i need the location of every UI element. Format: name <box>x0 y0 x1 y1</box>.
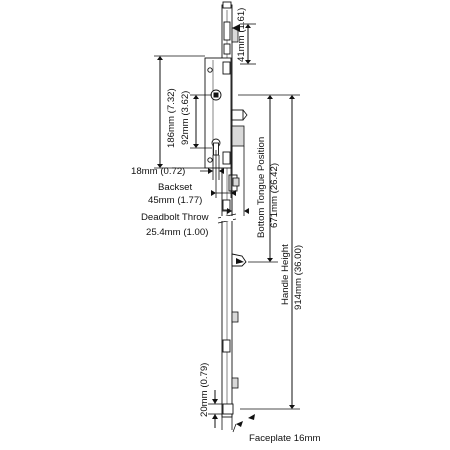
dim-backset: Backset 45mm (1.77) <box>148 150 236 206</box>
latch-tongue <box>231 109 244 121</box>
dim-top-offset: 41mm (1.61) <box>236 8 256 65</box>
case-slot-2 <box>222 151 231 165</box>
dim-handle-cylinder: 92mm (3.62) <box>180 91 212 149</box>
dim-handle-height: Handle Height 914mm (36.00) <box>240 94 304 410</box>
label-handle-cylinder: 92mm (3.62) <box>180 91 191 145</box>
dim-bottom-offset: 20mm (0.79) <box>199 363 222 428</box>
top-keeper-slot <box>223 21 231 41</box>
roller-cam-upper-knob <box>232 177 240 187</box>
label-bottom-tongue-title: Bottom Tongue Position <box>256 137 267 238</box>
dim-cylinder-offset: 18mm (0.72) <box>131 155 224 180</box>
bottom-tongue-hook <box>236 258 244 264</box>
roller-cam-lower-1 <box>231 311 239 323</box>
top-keeper-slot-2 <box>223 43 231 55</box>
top-end-cap <box>222 1 232 9</box>
label-deadbolt-title: Deadbolt Throw <box>141 212 209 223</box>
case-slot-1 <box>222 61 231 75</box>
top-hook-tip <box>232 24 240 32</box>
label-cylinder-offset: 18mm (0.72) <box>131 166 185 177</box>
label-faceplate-width: Faceplate 16mm <box>249 433 320 444</box>
bottom-end-cap <box>222 403 234 415</box>
label-top-offset: 41mm (1.61) <box>236 8 247 62</box>
label-deadbolt-value: 25.4mm (1.00) <box>146 227 208 238</box>
dim-bottom-tongue: Bottom Tongue Position 671mm (26.42) <box>238 94 280 263</box>
label-case-height: 186mm (7.32) <box>166 88 177 148</box>
latch-bevel <box>242 109 248 121</box>
deadbolt <box>231 125 245 147</box>
rod-guide-2 <box>222 339 231 353</box>
case-screw-bottom <box>207 157 213 163</box>
rod-guide-1 <box>222 199 231 211</box>
label-bottom-offset: 20mm (0.79) <box>199 363 210 417</box>
dim-case-height: 186mm (7.32) <box>154 55 205 169</box>
case-screw-top <box>207 67 213 73</box>
dim-deadbolt-throw: Deadbolt Throw 25.4mm (1.00) <box>141 146 249 238</box>
label-bottom-tongue-value: 671mm (26.42) <box>269 163 280 228</box>
label-backset-value: 45mm (1.77) <box>148 195 202 206</box>
label-backset-title: Backset <box>158 182 192 193</box>
label-handle-height-title: Handle Height <box>280 244 291 305</box>
spindle-square <box>213 92 219 98</box>
label-handle-height-value: 914mm (36.00) <box>293 245 304 310</box>
dim-faceplate-width: Faceplate 16mm <box>221 414 320 444</box>
scale-break-gap <box>221 216 233 221</box>
roller-cam-lower-2 <box>231 377 239 389</box>
